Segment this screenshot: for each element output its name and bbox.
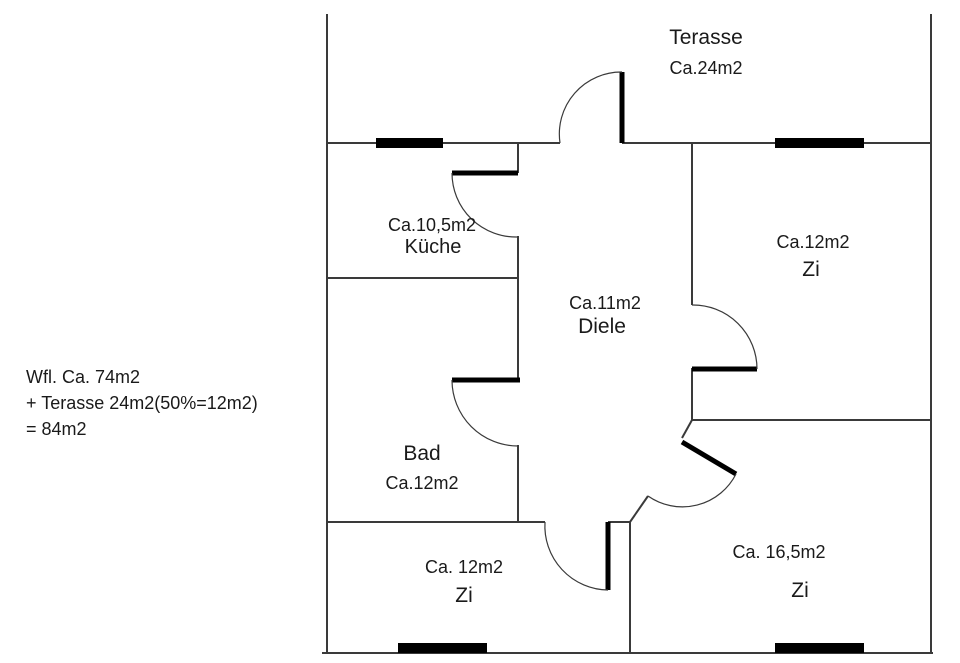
room-tr-name: Zi [802, 258, 820, 281]
terrace-name: Terasse [669, 26, 743, 49]
room-bl-name: Zi [455, 584, 473, 607]
kitchen-door-swing [451, 172, 519, 238]
window-kitchen [376, 138, 443, 148]
room-br-door[interactable] [680, 439, 738, 477]
kitchen-area: Ca.10,5m2 [388, 215, 476, 235]
terrace-area: Ca.24m2 [669, 58, 742, 78]
terrace-area-line: + Terasse 24m2(50%=12m2) [26, 393, 258, 413]
room-br-door-swing [647, 473, 737, 508]
room-bl-area: Ca. 12m2 [425, 557, 503, 577]
hall-diagonal-top [681, 419, 693, 439]
window-room-br [775, 643, 864, 653]
window-room-bl [398, 643, 487, 653]
area-summary: Wfl. Ca. 74m2 + Terasse 24m2(50%=12m2) =… [26, 364, 258, 442]
room-bl-door-swing [544, 521, 609, 591]
hall-area: Ca.11m2 [569, 293, 641, 313]
bath-area: Ca.12m2 [385, 473, 458, 493]
room-tr-area: Ca.12m2 [776, 232, 849, 252]
room-br-area: Ca. 16,5m2 [732, 542, 825, 562]
bath-name: Bad [403, 442, 440, 465]
kitchen-name: Küche [405, 236, 462, 258]
total-area-line: = 84m2 [26, 419, 87, 439]
room-br-name: Zi [791, 579, 809, 602]
hall-diagonal-bottom [629, 495, 649, 523]
bath-door-swing [451, 379, 519, 447]
room-tr-door-swing [691, 304, 758, 370]
window-room-tr [775, 138, 864, 148]
hall-name: Diele [578, 315, 626, 338]
living-area-line: Wfl. Ca. 74m2 [26, 367, 141, 387]
terrace-door-swing [558, 71, 623, 144]
